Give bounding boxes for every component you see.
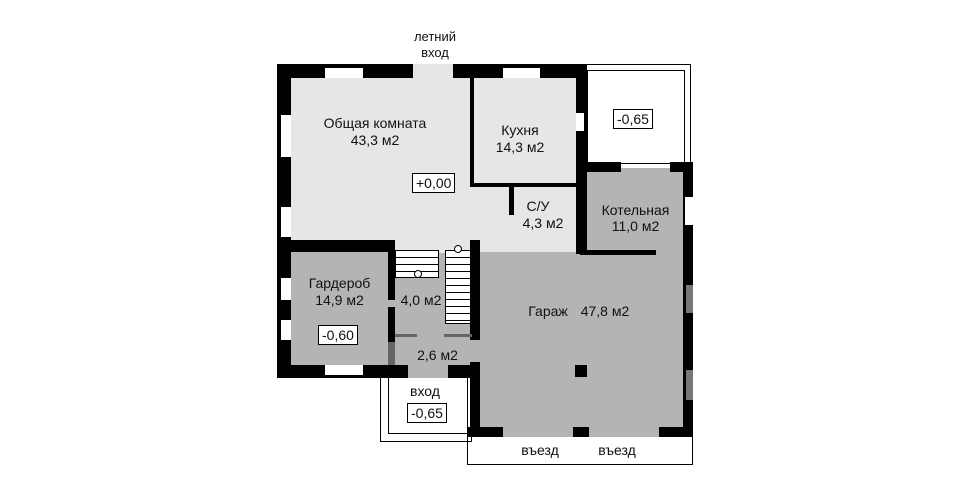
terrace-inner-line xyxy=(587,70,685,164)
wall xyxy=(470,362,480,437)
driveway xyxy=(467,434,693,465)
living-room-name: Общая комната xyxy=(323,115,427,131)
garage-door xyxy=(589,427,659,437)
wall xyxy=(277,240,395,252)
wall xyxy=(509,186,514,215)
level-main: +0,00 xyxy=(412,173,456,193)
wc-area: 4,3 м2 xyxy=(522,215,564,231)
wall xyxy=(468,427,693,437)
stairs-upper xyxy=(445,250,471,324)
wall xyxy=(470,240,480,340)
door-mark xyxy=(395,334,417,337)
window xyxy=(325,68,363,78)
door-mark xyxy=(388,342,395,365)
wc-name: С/У xyxy=(526,198,550,214)
garage-door xyxy=(503,427,573,437)
summer-door-opening xyxy=(413,64,453,78)
wardrobe-name: Гардероб xyxy=(308,275,371,291)
wall xyxy=(583,162,621,172)
garage-window xyxy=(686,285,693,313)
driveway-label-1: въезд xyxy=(521,442,559,458)
wall xyxy=(670,162,693,172)
living-room xyxy=(290,77,580,254)
wall xyxy=(448,365,478,378)
summer-entrance-label: летний вход xyxy=(413,29,457,60)
window xyxy=(685,197,693,225)
garage-area: 47,8 м2 xyxy=(580,303,630,319)
window xyxy=(325,365,363,375)
wall xyxy=(388,307,395,342)
wall xyxy=(576,64,587,254)
window xyxy=(281,115,291,157)
garage-window xyxy=(686,370,693,400)
window xyxy=(281,278,291,300)
level-wardrobe: -0,60 xyxy=(318,325,358,345)
door-mark xyxy=(444,334,472,337)
column xyxy=(575,365,587,377)
wall xyxy=(388,240,395,300)
stair-marker-icon xyxy=(454,245,462,253)
boiler-room-area: 11,0 м2 xyxy=(611,218,660,234)
hall-area: 4,0 м2 xyxy=(400,292,442,308)
garage xyxy=(478,252,686,432)
level-entrance: -0,65 xyxy=(407,403,447,423)
kitchen-name: Кухня xyxy=(501,122,539,138)
driveway-label-2: въезд xyxy=(598,442,636,458)
wall xyxy=(580,250,656,255)
window xyxy=(281,207,291,237)
wardrobe-area: 14,9 м2 xyxy=(315,292,364,308)
kitchen-area: 14,3 м2 xyxy=(495,139,545,155)
living-room-area: 43,3 м2 xyxy=(350,132,400,148)
wall xyxy=(470,183,576,187)
wall xyxy=(470,78,474,186)
entrance-label: вход xyxy=(410,383,440,399)
vestibule-area: 2,6 м2 xyxy=(417,347,458,363)
window xyxy=(503,68,540,78)
level-terrace: -0,65 xyxy=(613,109,653,129)
window xyxy=(576,113,584,131)
boiler-room xyxy=(585,168,685,258)
stair-marker-icon xyxy=(414,270,422,278)
garage-name: Гараж xyxy=(528,303,568,319)
wardrobe xyxy=(290,250,390,368)
window xyxy=(281,320,291,340)
boiler-room-name: Котельная xyxy=(601,202,670,218)
